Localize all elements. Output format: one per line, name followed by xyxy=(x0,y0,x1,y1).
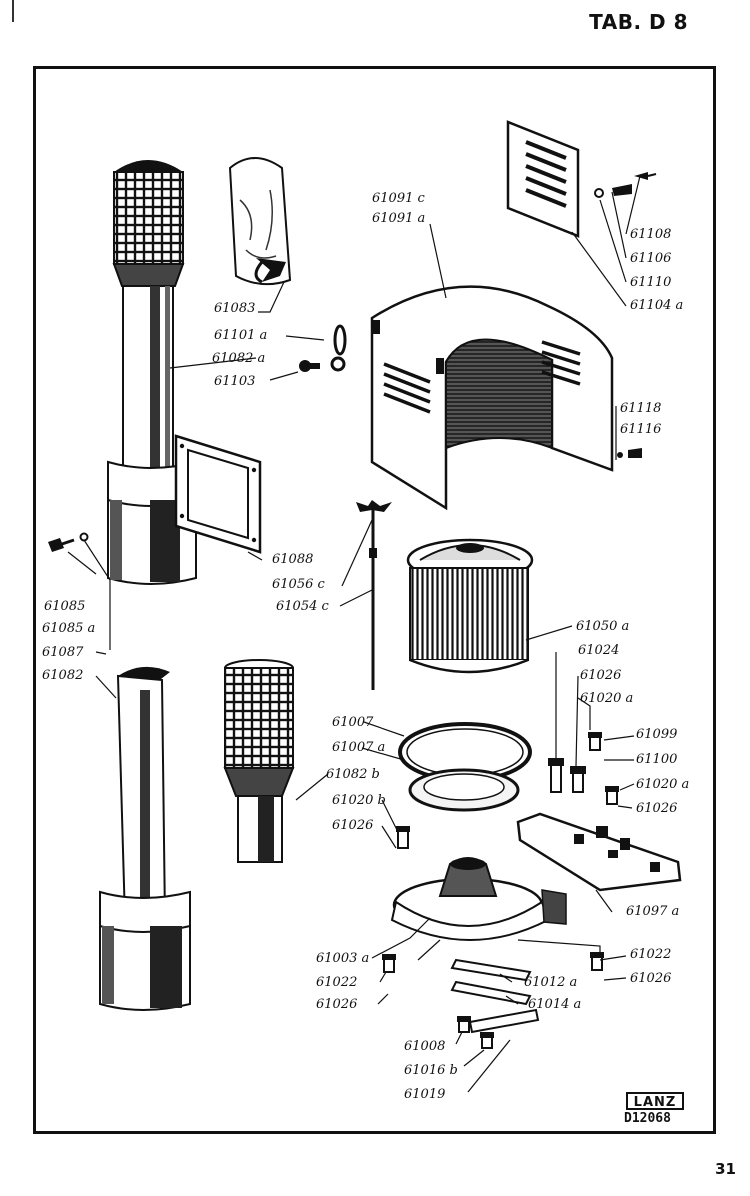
part-label: 61007 a xyxy=(332,740,386,755)
part-label: 61020 b xyxy=(332,793,386,808)
part-label: 61026 xyxy=(316,997,358,1012)
cloth-cover xyxy=(228,157,292,286)
air-hood xyxy=(370,285,642,511)
drawing-code: D12068 xyxy=(624,1111,671,1126)
part-label: 61082 b xyxy=(326,767,380,782)
part-label: 61082 a xyxy=(212,351,266,366)
part-label: 61008 xyxy=(404,1039,446,1054)
part-label: 61056 c xyxy=(272,577,325,592)
part-label: 61101 a xyxy=(214,328,268,343)
part-label: 61016 b xyxy=(404,1063,458,1078)
part-label: 61012 a xyxy=(524,975,578,990)
diagram-frame xyxy=(33,66,716,1134)
part-label: 61050 a xyxy=(576,619,630,634)
part-label: 61118 xyxy=(620,401,662,416)
part-label: 61003 a xyxy=(316,951,370,966)
part-label: 61091 c xyxy=(372,191,425,206)
part-label: 61106 xyxy=(630,251,672,266)
part-label: 61085 xyxy=(44,599,86,614)
part-label: 61100 xyxy=(636,752,678,767)
part-label: 61116 xyxy=(620,422,662,437)
part-label: 61014 a xyxy=(528,997,582,1012)
louver-grille xyxy=(506,120,657,238)
bolt-and-washer xyxy=(48,532,89,552)
part-label: 61022 xyxy=(630,947,672,962)
part-label: 61007 xyxy=(332,715,374,730)
exploded-parts-diagram xyxy=(48,120,682,1093)
leader-lines xyxy=(67,175,641,1093)
part-label: 61020 a xyxy=(580,691,634,706)
part-label: 61024 xyxy=(578,643,620,658)
part-label: 61108 xyxy=(630,227,672,242)
part-label: 61083 xyxy=(214,301,256,316)
bolts-group xyxy=(382,732,619,1049)
part-label: 61104 a xyxy=(630,298,684,313)
page-number: 31 xyxy=(715,1160,736,1178)
part-label: 61099 xyxy=(636,727,678,742)
part-label: 61054 c xyxy=(276,599,329,614)
part-label: 61020 a xyxy=(636,777,690,792)
margin-mark xyxy=(12,0,14,22)
part-label: 61026 xyxy=(580,668,622,683)
spark-arrester-screen xyxy=(223,659,295,863)
part-label: 61082 xyxy=(42,668,84,683)
mounting-bracket xyxy=(516,812,682,892)
part-label: 61026 xyxy=(636,801,678,816)
part-label: 61085 a xyxy=(42,621,96,636)
part-label: 61022 xyxy=(316,975,358,990)
exhaust-stack-lower xyxy=(99,666,191,1011)
spring-clip xyxy=(299,324,347,372)
dipstick xyxy=(356,500,392,690)
part-label: 61103 xyxy=(214,374,256,389)
part-label: 61019 xyxy=(404,1087,446,1102)
seal-rings xyxy=(398,722,532,812)
exhaust-stack-upper xyxy=(107,160,262,585)
part-label: 61110 xyxy=(630,275,672,290)
part-label: 61088 xyxy=(272,552,314,567)
filter-base-bowl xyxy=(390,857,567,941)
part-label: 61097 a xyxy=(626,904,680,919)
part-label: 61087 xyxy=(42,645,84,660)
part-label: 61026 xyxy=(332,818,374,833)
lanz-logo: LANZ xyxy=(626,1092,684,1110)
page-title: TAB. D 8 xyxy=(589,10,688,34)
part-label: 61026 xyxy=(630,971,672,986)
air-filter-element xyxy=(406,538,534,674)
part-label: 61091 a xyxy=(372,211,426,226)
